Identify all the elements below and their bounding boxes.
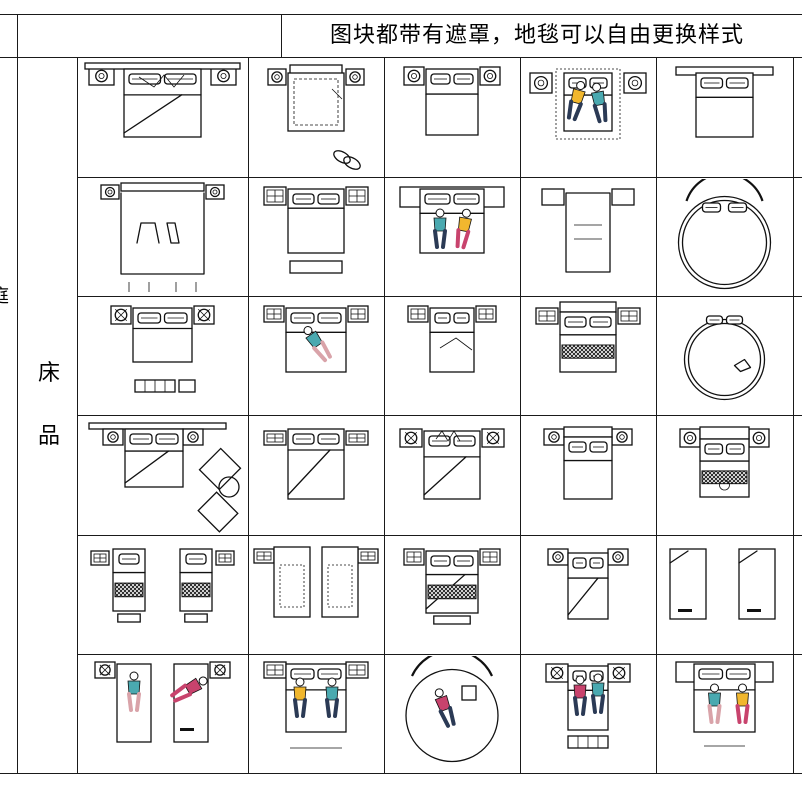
bed-block-cell — [658, 537, 791, 652]
bed-with-sleeping-couple-icon — [529, 68, 647, 140]
bed-block-cell — [658, 298, 791, 413]
twin-beds-icon — [669, 548, 776, 620]
bed-block-cell — [79, 417, 246, 533]
bed-block-cell — [250, 179, 382, 294]
double-bed-icon — [679, 426, 770, 498]
grid-line — [281, 14, 282, 57]
bed-block-cell — [79, 298, 246, 413]
bed-with-sleeping-couple-icon — [399, 186, 505, 254]
bed-block-cell — [79, 537, 246, 652]
round-bed-with-person-icon — [405, 656, 499, 763]
bed-block-cell — [658, 656, 791, 771]
bed-with-knit-blanket-icon — [535, 301, 641, 373]
double-bed-with-bench-icon — [263, 186, 369, 274]
bed-block-cell — [79, 179, 246, 294]
grid-line — [656, 57, 657, 773]
grid-line — [77, 654, 802, 655]
bed-block-cell — [522, 656, 654, 771]
round-bed-with-dog-icon — [683, 315, 766, 401]
double-bed-icon — [543, 426, 633, 500]
bed-block-cell — [386, 417, 518, 533]
bed-block-cell — [522, 59, 654, 175]
grid-line — [17, 14, 18, 57]
bed-block-cell — [386, 59, 518, 175]
bed-block-cell — [250, 59, 382, 175]
bed-with-sleeping-couple-icon — [263, 661, 369, 749]
grid-line — [248, 57, 249, 773]
double-bed-icon — [541, 188, 635, 273]
round-bed-icon — [677, 179, 772, 290]
bed-block-cell — [79, 656, 246, 771]
grid-line — [793, 57, 794, 773]
grid-line — [520, 57, 521, 773]
double-bed-icon — [263, 428, 369, 500]
twin-beds-icon — [90, 548, 235, 623]
category-label-char: 床 — [37, 361, 60, 386]
bed-block-cell — [522, 417, 654, 533]
bed-block-cell — [522, 298, 654, 413]
bed-block-cell — [386, 298, 518, 413]
bed-with-sleeping-person-icon — [263, 305, 369, 373]
double-bed-icon — [675, 66, 774, 138]
bed-with-standing-people-icon — [675, 661, 774, 747]
double-bed-icon — [547, 548, 629, 620]
bed-with-sleeping-couple-icon — [545, 663, 631, 749]
grid-line — [384, 57, 385, 773]
category-label-char: 品 — [37, 424, 60, 449]
grid-line — [17, 57, 18, 773]
grid-line — [77, 57, 78, 773]
bed-block-cell — [386, 537, 518, 652]
bed-block-cell — [658, 179, 791, 294]
grid-line — [0, 14, 802, 15]
header-note: 图块都带有遮罩，地毯可以自由更换样式 — [329, 23, 744, 48]
grid-line — [77, 177, 802, 178]
bed-with-side-chairs-icon — [88, 422, 242, 533]
bed-block-cell — [386, 179, 518, 294]
twin-beds-with-people-icon — [94, 661, 231, 743]
grid-line — [0, 57, 802, 58]
bed-with-knit-blanket-icon — [403, 548, 501, 625]
bed-block-cell — [386, 656, 518, 771]
bed-block-cell — [250, 298, 382, 413]
grid-line — [77, 415, 802, 416]
bed-with-clothes-icon — [100, 182, 225, 292]
double-bed-icon — [399, 428, 505, 500]
bed-block-cell — [522, 537, 654, 652]
grid-line — [77, 296, 802, 297]
double-bed-with-bench-icon — [110, 305, 215, 393]
grid-line — [77, 535, 802, 536]
bed-block-cell — [250, 417, 382, 533]
double-bed-with-nightstands-icon — [84, 62, 241, 138]
bed-with-sleeping-person-icon — [407, 305, 497, 373]
bed-block-cell — [658, 59, 791, 175]
bed-block-cell — [250, 656, 382, 771]
bed-block-cell — [658, 417, 791, 533]
bed-block-cell — [522, 179, 654, 294]
square-bed-with-slippers-icon — [267, 64, 365, 170]
double-bed-icon — [403, 66, 501, 136]
bed-block-cell — [79, 59, 246, 175]
left-edge-char: 庭 — [0, 282, 9, 308]
bed-block-cell — [250, 537, 382, 652]
grid-line — [0, 773, 802, 774]
twin-beds-icon — [253, 546, 379, 618]
